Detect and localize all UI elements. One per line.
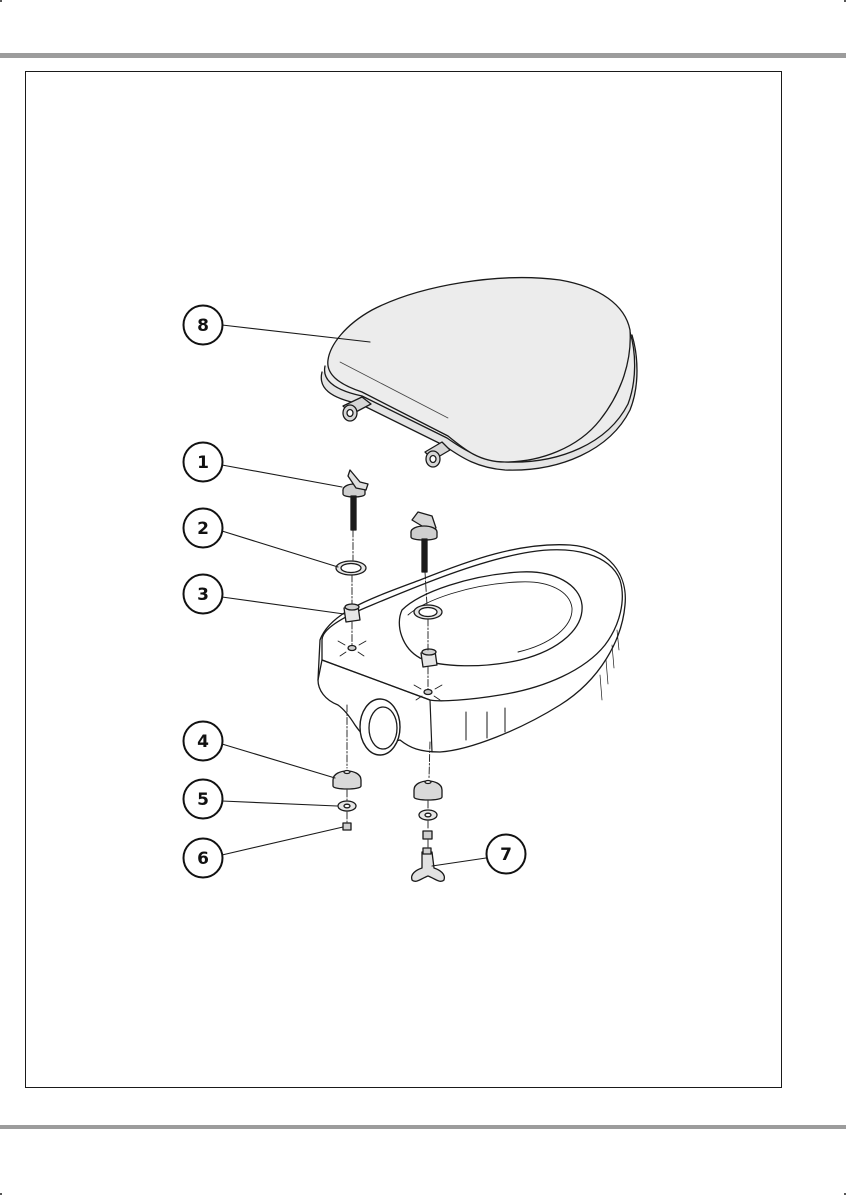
callout-1: 1 — [184, 443, 223, 482]
callout-2: 2 — [184, 509, 223, 548]
flat-washer-right — [419, 810, 437, 820]
rubber-washer-left — [336, 561, 366, 575]
lid-hinge — [425, 442, 450, 467]
svg-text:8: 8 — [197, 316, 209, 336]
svg-text:4: 4 — [197, 732, 209, 752]
nut-right — [423, 831, 432, 839]
footer-rule — [0, 1125, 846, 1129]
hinge-nut-left — [344, 604, 360, 622]
toilet-lid — [321, 278, 637, 470]
callout-8: 8 — [184, 306, 223, 345]
cone-washer-right — [414, 781, 442, 801]
svg-text:6: 6 — [197, 849, 209, 869]
callout-4: 4 — [184, 722, 223, 761]
svg-text:5: 5 — [197, 790, 209, 810]
nut-left — [343, 823, 351, 830]
hinge-nut-right — [421, 649, 437, 667]
toilet-bowl — [318, 545, 625, 755]
callout-6: 6 — [184, 839, 223, 878]
cone-washer-left — [333, 771, 361, 790]
flat-washer-left — [338, 801, 356, 811]
svg-text:1: 1 — [197, 453, 209, 473]
callout-5: 5 — [184, 780, 223, 819]
hinge-bolt-left — [343, 470, 368, 530]
svg-text:7: 7 — [500, 845, 512, 865]
rubber-washer-right — [414, 605, 442, 619]
svg-text:3: 3 — [197, 585, 209, 605]
callout-3: 3 — [184, 575, 223, 614]
svg-text:2: 2 — [197, 519, 209, 539]
hinge-bolt-right — [411, 512, 437, 572]
callout-7: 7 — [487, 835, 526, 874]
